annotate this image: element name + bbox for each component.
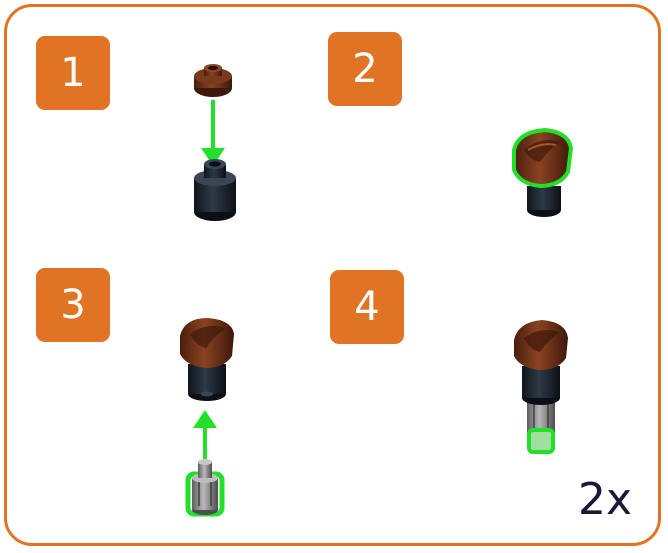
step-2-assembly xyxy=(514,130,571,217)
step-1-round-brick xyxy=(194,159,236,221)
step-1-insert-arrow xyxy=(201,100,225,166)
step-1-round-plate xyxy=(194,64,232,97)
step-4-assembly xyxy=(514,320,568,452)
step-3-axle-pin xyxy=(188,459,222,515)
step-3-assembly xyxy=(180,318,234,401)
quantity-label: 2x xyxy=(560,470,650,530)
